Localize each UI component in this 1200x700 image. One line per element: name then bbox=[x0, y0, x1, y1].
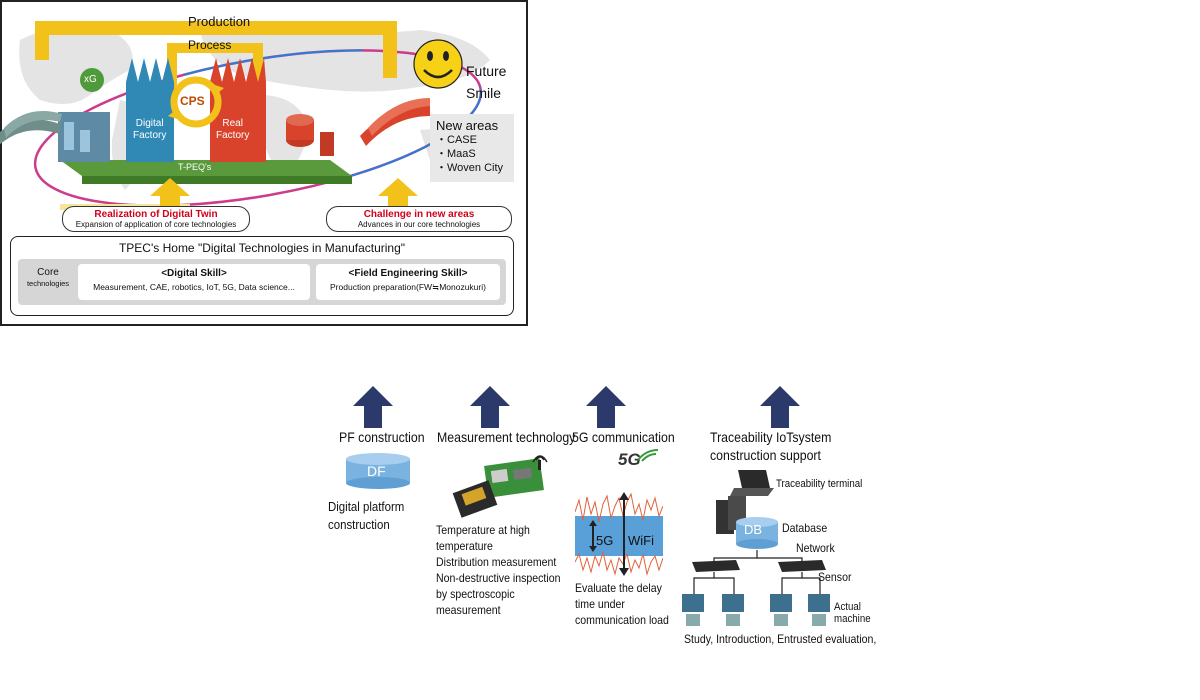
home-title: TPEC's Home "Digital Technologies in Man… bbox=[118, 241, 406, 255]
digital-twin-pill: Realization of Digital Twin Expansion of… bbox=[62, 206, 250, 232]
core-technologies-label: Core technologies bbox=[26, 267, 70, 288]
production-label: Production bbox=[188, 14, 251, 29]
sensor-device-graphic bbox=[452, 455, 548, 518]
up-arrow-5g bbox=[586, 386, 626, 428]
up-arrow-measurement bbox=[470, 386, 510, 428]
network-switch-icon bbox=[692, 560, 826, 572]
smiley-icon bbox=[413, 39, 463, 89]
real-stream-graphic bbox=[360, 98, 430, 146]
terminal-label: Traceability terminal bbox=[776, 478, 863, 490]
vision-illustration bbox=[0, 21, 514, 210]
database-label: Database bbox=[782, 521, 828, 535]
digital-stream-graphic bbox=[0, 111, 62, 145]
df-cylinder-icon bbox=[346, 453, 410, 489]
fiveg-logo: 5G bbox=[618, 450, 641, 469]
xg-sphere-icon bbox=[80, 68, 104, 92]
new-challenge-pill: Challenge in new areas Advances in our c… bbox=[326, 206, 512, 232]
sensor-label: Sensor bbox=[818, 570, 852, 584]
xg-label: xG bbox=[84, 74, 97, 85]
chart-wifi-label: WiFi bbox=[628, 533, 654, 548]
field-skill-card: <Field Engineering Skill> Production pre… bbox=[316, 264, 500, 300]
traceability-system-graphic bbox=[682, 470, 830, 626]
measurement-description: Temperature at high temperature Distribu… bbox=[436, 523, 561, 617]
cps-cycle-icon bbox=[168, 76, 224, 128]
up-arrow-trace bbox=[760, 386, 800, 428]
trace-footer: Study, Introduction, Entrusted evaluatio… bbox=[684, 632, 877, 646]
delay-chart-graphic bbox=[575, 492, 663, 576]
chart-5g-label: 5G bbox=[596, 533, 614, 548]
platform-label: T-PEQ's bbox=[178, 162, 212, 172]
process-label: Process bbox=[188, 38, 232, 52]
production-bracket bbox=[35, 21, 397, 78]
up-arrow-right bbox=[378, 178, 418, 206]
laptop-icon bbox=[730, 470, 774, 496]
network-label: Network bbox=[796, 541, 835, 555]
platform-graphic bbox=[60, 160, 352, 176]
fiveg-title: 5G communication bbox=[572, 429, 675, 445]
new-areas-text: New areas ・CASE ・MaaS ・Woven City bbox=[436, 118, 504, 174]
up-arrow-pf bbox=[353, 386, 393, 428]
pf-title: PF construction bbox=[339, 429, 425, 445]
digital-skill-card: <Digital Skill> Measurement, CAE, roboti… bbox=[78, 264, 310, 300]
cps-label: CPS bbox=[180, 94, 205, 108]
up-arrow-left bbox=[150, 178, 190, 206]
core-technologies-box: Core technologies <Digital Skill> Measur… bbox=[18, 259, 506, 305]
db-cylinder-icon bbox=[736, 517, 778, 549]
db-label: DB bbox=[744, 522, 763, 537]
home-panel: TPEC's Home "Digital Technologies in Man… bbox=[10, 236, 514, 316]
server-icon bbox=[716, 496, 746, 534]
digital-factory-graphic bbox=[58, 58, 174, 162]
machine-icons bbox=[682, 594, 830, 626]
fiveg-description: Evaluate the delay time under communicat… bbox=[575, 581, 669, 627]
measurement-title: Measurement technology bbox=[437, 429, 576, 445]
new-areas-box bbox=[430, 114, 514, 182]
signal-waves-icon bbox=[637, 449, 659, 462]
df-label: DF bbox=[367, 463, 386, 479]
